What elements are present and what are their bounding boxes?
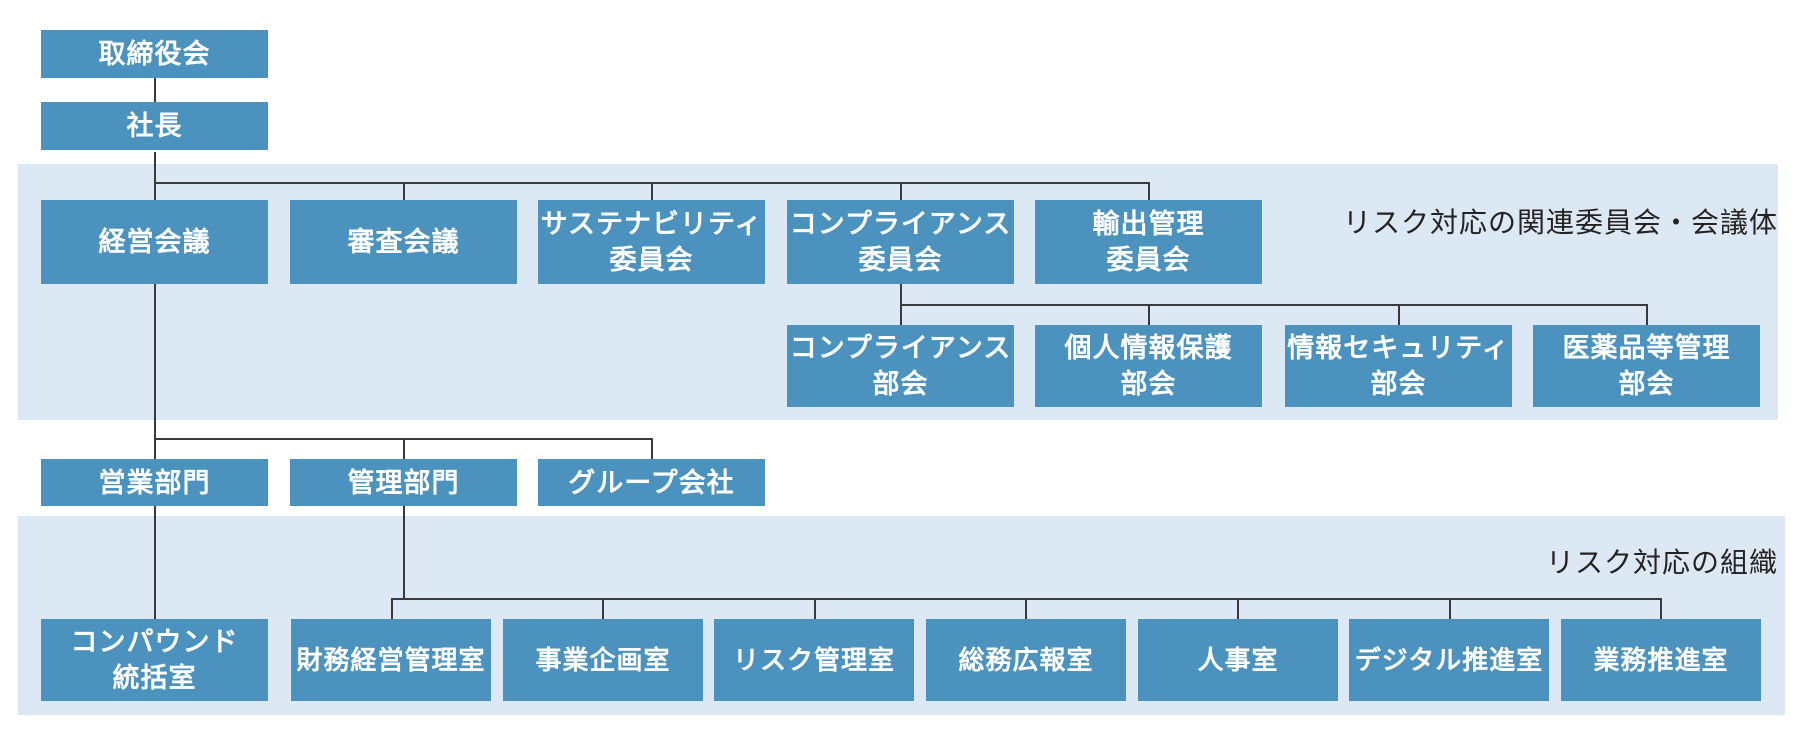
node-general-affairs-office: 総務広報室 — [926, 619, 1126, 701]
node-finance-office: 財務経営管理室 — [291, 619, 491, 701]
connector-stub-jinji — [1237, 598, 1239, 619]
connector-stub-jigyo — [602, 598, 604, 619]
node-pharma-subcommittee: 医薬品等管理 部会 — [1533, 325, 1760, 407]
connector-president-trunk — [154, 152, 156, 200]
connector-stub-risk-office — [814, 598, 816, 619]
connector-stub-gyomu — [1660, 598, 1662, 619]
node-compound-office: コンパウンド 統括室 — [41, 619, 268, 701]
node-compliance-subcommittee: コンプライアンス 部会 — [787, 325, 1014, 407]
node-admin-division: 管理部門 — [290, 459, 517, 506]
connector-stub-somu — [1025, 598, 1027, 619]
node-hr-office: 人事室 — [1138, 619, 1338, 701]
connector-eigyo-compound-trunk — [154, 506, 156, 619]
connector-stub-export — [1148, 182, 1150, 200]
node-sustainability-committee: サステナビリティ 委員会 — [538, 200, 765, 284]
node-digital-office: デジタル推進室 — [1349, 619, 1549, 701]
connector-kanri-office-trunk — [403, 506, 405, 598]
committee-band-caption: リスク対応の関連委員会・会議体 — [1342, 207, 1778, 238]
connector-stub-privacy — [1148, 304, 1150, 325]
node-infosec-subcommittee: 情報セキュリティ 部会 — [1285, 325, 1512, 407]
connector-stub-sustainability — [651, 182, 653, 200]
node-screening-meeting: 審査会議 — [290, 200, 517, 284]
node-board-of-directors: 取締役会 — [41, 30, 268, 78]
connector-stub-shinsa — [403, 182, 405, 200]
connector-subcommittee-hline — [900, 304, 1647, 306]
connector-stub-compliance — [900, 182, 902, 200]
connector-stub-zaimu — [391, 598, 393, 619]
node-risk-management-office: リスク管理室 — [714, 619, 914, 701]
node-management-meeting: 経営会議 — [41, 200, 268, 284]
node-business-planning-office: 事業企画室 — [503, 619, 703, 701]
organization-band-caption: リスク対応の組織 — [1545, 547, 1778, 578]
connector-keiei-division-trunk — [154, 284, 156, 459]
node-president: 社長 — [41, 102, 268, 150]
connector-board-president — [154, 78, 156, 102]
connector-stub-infosec — [1398, 304, 1400, 325]
node-export-control-committee: 輸出管理 委員会 — [1035, 200, 1262, 284]
node-privacy-subcommittee: 個人情報保護 部会 — [1035, 325, 1262, 407]
node-group-companies: グループ会社 — [538, 459, 765, 506]
connector-stub-digital — [1449, 598, 1451, 619]
node-compliance-committee: コンプライアンス 委員会 — [787, 200, 1014, 284]
node-sales-division: 営業部門 — [41, 459, 268, 506]
connector-stub-pharma — [1646, 304, 1648, 325]
connector-stub-kanri-bumon — [403, 438, 405, 459]
node-operations-office: 業務推進室 — [1561, 619, 1761, 701]
connector-stub-group-company — [651, 438, 653, 459]
